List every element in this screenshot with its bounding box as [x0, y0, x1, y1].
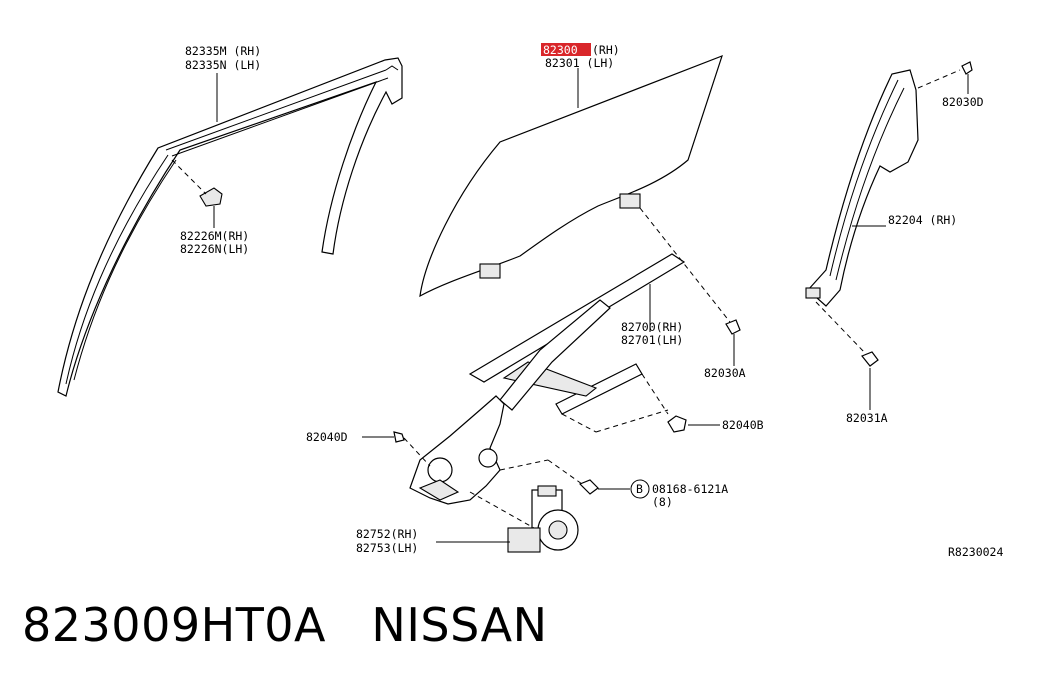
brand-name: NISSAN [371, 598, 548, 652]
clip-82030a [639, 207, 741, 366]
door-sash-frame [57, 57, 403, 397]
footer-caption: 823009HT0A NISSAN [22, 598, 548, 652]
rear-sash [805, 69, 919, 307]
bolt-08168: B [547, 459, 650, 499]
label-82040d: 82040D [306, 430, 348, 444]
label-82753: 82753(LH) [356, 541, 418, 555]
reference-code: R8230024 [948, 545, 1003, 559]
clip-82030d [917, 61, 973, 94]
motor-connector [507, 527, 541, 553]
label-82752: 82752(RH) [356, 527, 418, 541]
clip-82226 [171, 159, 223, 228]
part-number: 823009HT0A [22, 598, 327, 652]
label-82300-highlight: 82300 [543, 43, 578, 57]
label-08168-qty: (8) [652, 495, 673, 509]
nut-82040b [561, 373, 720, 433]
motor-cap [537, 485, 557, 497]
regulator-body [409, 395, 505, 505]
label-82030d: 82030D [942, 95, 984, 109]
callout-letter: B [636, 482, 643, 496]
clip-82031a [815, 301, 879, 410]
label-08168: 08168-6121A [652, 482, 728, 496]
highlight-marker [541, 43, 591, 56]
label-82301: 82301 (LH) [545, 56, 614, 70]
door-glass [419, 54, 723, 298]
label-82204: 82204 (RH) [888, 213, 957, 227]
label-82335m: 82335M (RH) [185, 44, 261, 58]
label-82226m: 82226M(RH) [180, 229, 249, 243]
label-82700: 82700(RH) [621, 320, 683, 334]
callout-circle-b [630, 479, 650, 499]
glass-clip-lower [479, 263, 501, 279]
label-82040b: 82040B [722, 418, 764, 432]
glass-clip-upper [619, 193, 641, 209]
label-82226n: 82226N(LH) [180, 242, 249, 256]
bolt-82040d [362, 431, 431, 467]
label-82701: 82701(LH) [621, 333, 683, 347]
label-82030a: 82030A [704, 366, 746, 380]
rear-sash-bracket [805, 287, 821, 299]
label-82300-suffix: (RH) [592, 43, 620, 57]
regulator-rail [468, 253, 686, 415]
window-motor [469, 459, 579, 553]
label-82335n: 82335N (LH) [185, 58, 261, 72]
label-82031a: 82031A [846, 411, 888, 425]
